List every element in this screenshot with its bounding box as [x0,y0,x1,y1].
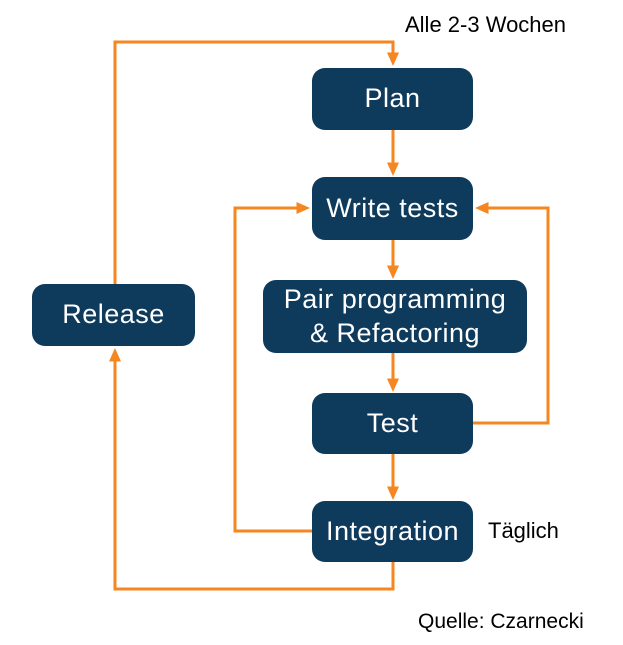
node-pair-programming-refactoring: Pair programming & Refactoring [263,280,527,353]
daily-cycle-label: Täglich [488,518,559,543]
node-label: Release [62,299,165,330]
node-integration: Integration [312,501,473,562]
node-label-line2: & Refactoring [309,317,481,348]
node-test: Test [312,393,473,454]
node-write-tests: Write tests [312,177,473,240]
node-plan: Plan [312,68,473,130]
arrow-test-to-write-tests-loop [473,202,550,425]
arrow-release-to-plan-loop [113,40,399,284]
iteration-cycle-label: Alle 2-3 Wochen [405,12,567,37]
node-label: Integration [325,515,460,546]
arrow-integration-to-release-loop [109,348,395,591]
node-label: Write tests [326,192,459,223]
source-credit-label: Quelle: Czarnecki [418,610,584,633]
node-release: Release [32,284,195,346]
node-label: Test [366,407,419,438]
node-label-line1: Pair programming [283,283,507,314]
arrow-integration-to-write-tests-loop [233,202,312,533]
node-label: Plan [364,83,421,114]
